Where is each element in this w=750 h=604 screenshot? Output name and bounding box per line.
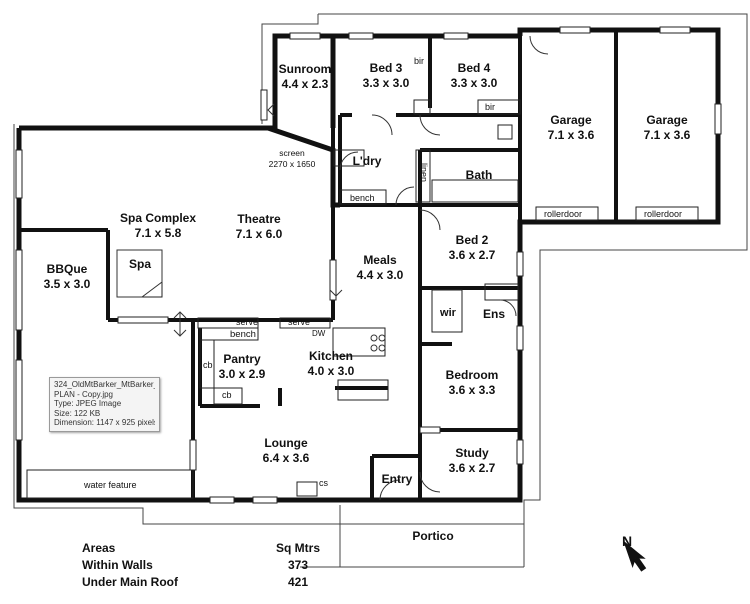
bir-bottom-label: bir	[485, 102, 496, 112]
room-name: Meals	[363, 253, 397, 267]
file-info-tooltip: 324_OldMtBarker_MtBarker_ PLAN - Copy.jp…	[49, 377, 160, 432]
kitchen-bench-label: bench	[230, 329, 256, 340]
room-dimensions: 3.5 x 3.0	[43, 277, 91, 291]
room-bed4: Bed 4 3.3 x 3.0	[451, 61, 498, 91]
room-name: Sunroom	[278, 62, 332, 76]
areas-under-roof-row: Under Main Roof 421	[82, 574, 322, 591]
opening-markers	[173, 103, 343, 337]
wir-label: wir	[440, 307, 456, 319]
room-dimensions: 4.4 x 3.0	[356, 268, 404, 282]
spa-label: Spa	[128, 257, 152, 271]
ensuite-label: Ens	[482, 307, 506, 321]
laundry-label: L'dry	[352, 154, 382, 168]
room-spa-complex: Spa Complex 7.1 x 5.8	[120, 211, 196, 241]
laundry-bench-label: bench	[350, 193, 375, 203]
room-dimensions: 3.3 x 3.0	[362, 76, 410, 90]
serve-right-label: serve	[288, 317, 311, 327]
spa-outline	[116, 249, 163, 298]
room-name: Bed 2	[455, 233, 489, 247]
areas-within-walls-row: Within Walls 373	[82, 557, 322, 574]
bir-top-label: bir	[414, 56, 425, 66]
room-study: Study 3.6 x 2.7	[449, 446, 496, 476]
room-dimensions: 6.4 x 3.6	[262, 451, 310, 465]
room-kitchen: Kitchen 4.0 x 3.0	[308, 349, 355, 379]
cs-label: cs	[319, 478, 328, 488]
areas-header-unit: Sq Mtrs	[275, 541, 320, 555]
room-bed3: Bed 3 3.3 x 3.0	[363, 61, 410, 91]
within-walls-value: 373	[287, 558, 309, 572]
room-dimensions: 7.1 x 3.6	[643, 128, 691, 142]
roof-outline	[13, 13, 748, 568]
cupboard-bottom-label: cb	[222, 390, 232, 400]
room-dimensions: 3.3 x 3.0	[450, 76, 498, 90]
room-name: Garage	[646, 113, 688, 127]
water-feature-label: water feature	[84, 480, 137, 490]
room-bedroom: Bedroom 3.6 x 3.3	[446, 368, 499, 398]
room-name: Bedroom	[445, 368, 499, 382]
areas-summary: Areas Sq Mtrs Within Walls 373 Under Mai…	[82, 540, 322, 591]
rollerdoor-left-label: rollerdoor	[544, 209, 583, 219]
room-dimensions: 7.1 x 6.0	[235, 227, 283, 241]
north-arrow-icon: N	[614, 533, 654, 577]
under-roof-value: 421	[287, 575, 309, 589]
screen-title: screen	[279, 148, 305, 158]
windows	[15, 26, 722, 504]
file-name-line2: PLAN - Copy.jpg	[54, 389, 113, 399]
north-letter: N	[622, 533, 633, 549]
room-name: Bed 4	[457, 61, 491, 75]
rollerdoor-right-label: rollerdoor	[644, 209, 683, 219]
room-lounge: Lounge 6.4 x 3.6	[263, 436, 310, 466]
room-dimensions: 3.6 x 2.7	[448, 248, 496, 262]
under-roof-label: Under Main Roof	[82, 575, 178, 589]
file-type: Type: JPEG Image	[54, 399, 122, 409]
room-name: Spa Complex	[119, 211, 197, 225]
file-size: Size: 122 KB	[54, 408, 101, 418]
room-dimensions: 4.0 x 3.0	[307, 364, 355, 378]
cooktop	[370, 334, 386, 352]
room-bbque: BBQue 3.5 x 3.0	[44, 262, 91, 292]
room-garage-right: Garage 7.1 x 3.6	[644, 113, 691, 143]
room-dimensions: 3.0 x 2.9	[218, 367, 266, 381]
room-name: Bed 3	[369, 61, 403, 75]
screen-size: 2270 x 1650	[268, 159, 316, 169]
room-dimensions: 4.4 x 2.3	[281, 77, 329, 91]
room-bed2: Bed 2 3.6 x 2.7	[449, 233, 496, 263]
interior-walls	[19, 30, 618, 500]
within-walls-label: Within Walls	[82, 558, 153, 572]
room-dimensions: 7.1 x 5.8	[134, 226, 182, 240]
file-name-line1: 324_OldMtBarker_MtBarker_	[54, 380, 155, 389]
room-theatre: Theatre 7.1 x 6.0	[236, 212, 283, 242]
portico-label: Portico	[412, 529, 454, 543]
room-name: Study	[455, 446, 489, 460]
room-meals: Meals 4.4 x 3.0	[357, 253, 404, 283]
room-name: Theatre	[237, 212, 281, 226]
linen-label: linen	[419, 163, 429, 183]
areas-header-label: Areas	[82, 541, 116, 555]
room-sunroom: Sunroom 4.4 x 2.3	[279, 62, 332, 92]
room-dimensions: 3.6 x 2.7	[448, 461, 496, 475]
room-name: Lounge	[264, 436, 308, 450]
areas-header-row: Areas Sq Mtrs	[82, 540, 322, 557]
cupboard-left-label: cb	[203, 360, 213, 370]
dishwasher-label: DW	[312, 329, 326, 338]
screen-label: screen 2270 x 1650	[262, 148, 322, 170]
bath-label: Bath	[465, 168, 493, 182]
room-name: BBQue	[46, 262, 88, 276]
room-dimensions: 3.6 x 3.3	[448, 383, 496, 397]
room-name: Garage	[550, 113, 592, 127]
room-name: Pantry	[223, 352, 261, 366]
entry-label: Entry	[381, 472, 413, 486]
room-dimensions: 7.1 x 3.6	[547, 128, 595, 142]
file-dimension: Dimension: 1147 x 925 pixels	[54, 418, 155, 428]
serve-left-label: serve	[236, 317, 259, 327]
room-garage-left: Garage 7.1 x 3.6	[548, 113, 595, 143]
room-pantry: Pantry 3.0 x 2.9	[219, 352, 266, 382]
room-name: Kitchen	[308, 349, 353, 363]
door-swings	[339, 35, 549, 501]
